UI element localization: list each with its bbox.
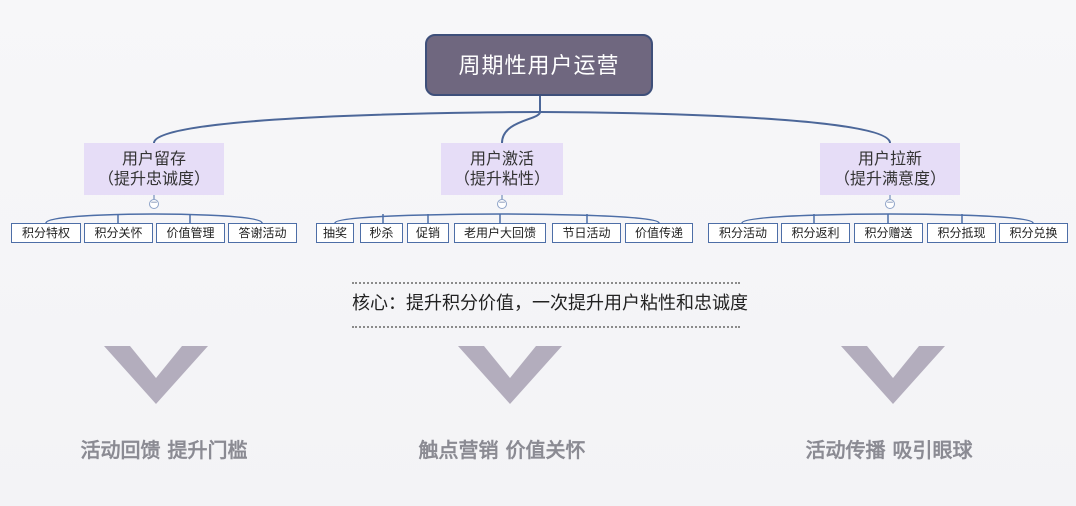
bottom-label: 活动回馈 提升门槛 [80, 438, 248, 462]
chevron-down-icon [841, 346, 945, 404]
collapse-minus-icon[interactable]: − [149, 198, 159, 209]
leaf-node[interactable]: 老用户大回馈 [454, 223, 546, 243]
leaf-node[interactable]: 积分关怀 [84, 223, 153, 243]
leaf-node[interactable]: 积分赠送 [854, 223, 923, 243]
branch-node-activation[interactable]: 用户激活 （提升粘性） [441, 143, 563, 195]
chevron-down-icon [104, 346, 208, 404]
leaf-node[interactable]: 价值传递 [625, 223, 693, 243]
branch-subtitle: （提升忠诚度） [97, 169, 210, 188]
leaf-node[interactable]: 积分兑换 [999, 223, 1068, 243]
branch-subtitle: （提升粘性） [453, 169, 550, 188]
leaf-node[interactable]: 抽奖 [316, 223, 354, 243]
leaf-node[interactable]: 积分抵现 [927, 223, 996, 243]
branch-node-retention[interactable]: 用户留存 （提升忠诚度） [84, 143, 224, 195]
branch-subtitle: （提升满意度） [833, 169, 946, 188]
core-statement: 核心：提升积分价值，一次提升用户粘性和忠诚度 [352, 293, 748, 314]
collapse-minus-icon[interactable]: − [497, 198, 507, 209]
leaf-node[interactable]: 积分返利 [781, 223, 850, 243]
core-divider-bottom [352, 326, 740, 328]
leaf-node[interactable]: 节日活动 [552, 223, 621, 243]
collapse-minus-icon[interactable]: − [885, 198, 895, 209]
leaf-node[interactable]: 秒杀 [360, 223, 403, 243]
branch-title: 用户留存 [121, 149, 186, 168]
bottom-label: 触点营销 价值关怀 [418, 438, 586, 462]
chevron-down-icon [458, 346, 562, 404]
leaf-node[interactable]: 积分特权 [11, 223, 81, 243]
branch-title: 用户拉新 [857, 149, 922, 168]
branch-node-acquisition[interactable]: 用户拉新 （提升满意度） [820, 143, 960, 195]
branch-title: 用户激活 [469, 149, 534, 168]
leaf-node[interactable]: 促销 [407, 223, 449, 243]
core-divider-top [352, 282, 740, 284]
bottom-label: 活动传播 吸引眼球 [805, 438, 973, 462]
leaf-node[interactable]: 答谢活动 [228, 223, 297, 243]
leaf-node[interactable]: 积分活动 [708, 223, 778, 243]
leaf-node[interactable]: 价值管理 [156, 223, 225, 243]
root-node[interactable]: 周期性用户运营 [425, 34, 653, 96]
